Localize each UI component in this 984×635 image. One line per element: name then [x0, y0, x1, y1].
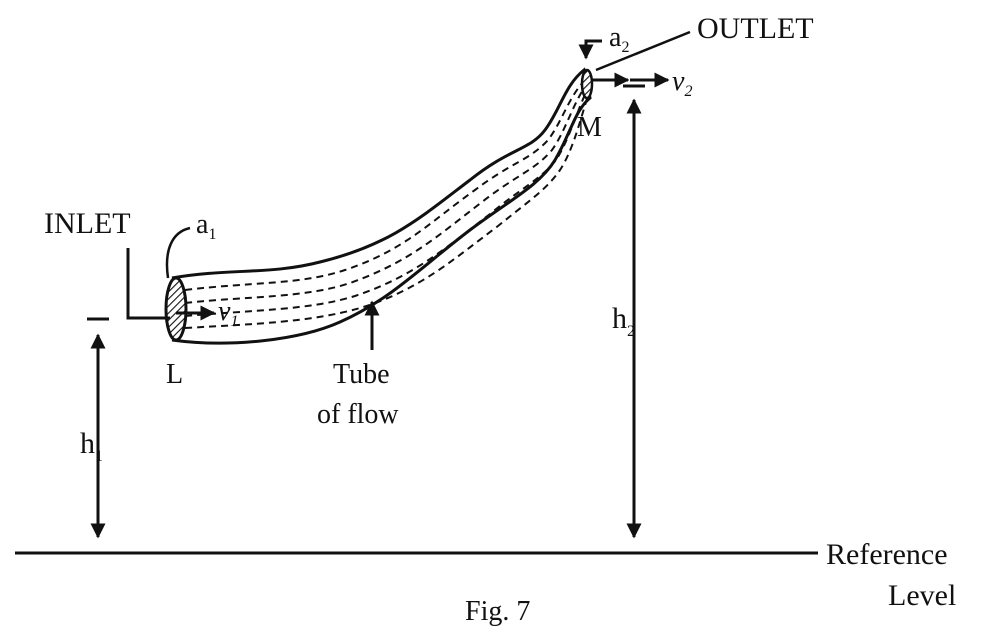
point-inlet-label: L [166, 359, 183, 390]
area-inlet-leader [165, 226, 191, 279]
streamline-3 [184, 89, 588, 317]
area-outlet-pointer [578, 39, 602, 60]
area-outlet-label: a2 [609, 22, 629, 56]
tube-outline [171, 67, 592, 345]
velocity-outlet-label: v2 [672, 66, 692, 100]
reference-label-line2: Level [888, 579, 956, 612]
area-inlet-label: a1 [196, 209, 216, 243]
outlet-leader [595, 30, 691, 72]
outlet-cross-section [580, 68, 594, 100]
streamline-2 [184, 84, 587, 304]
tube-label-line2: of flow [317, 399, 399, 430]
height-inlet-label: h1 [80, 427, 103, 465]
streamline-1 [184, 79, 586, 291]
inlet-cross-section [164, 276, 188, 342]
figure-caption: Fig. 7 [465, 596, 530, 627]
height-outlet-label: h2 [612, 302, 635, 340]
reference-label-line1: Reference [826, 538, 948, 571]
inlet-label: INLET [44, 207, 131, 240]
outlet-label: OUTLET [697, 12, 814, 45]
streamline-4 [184, 94, 589, 329]
point-outlet-label: M [577, 112, 602, 143]
inlet-pointer [126, 248, 170, 320]
velocity-inlet-label: v1 [218, 296, 238, 330]
tube-label-line1: Tube [333, 359, 390, 390]
